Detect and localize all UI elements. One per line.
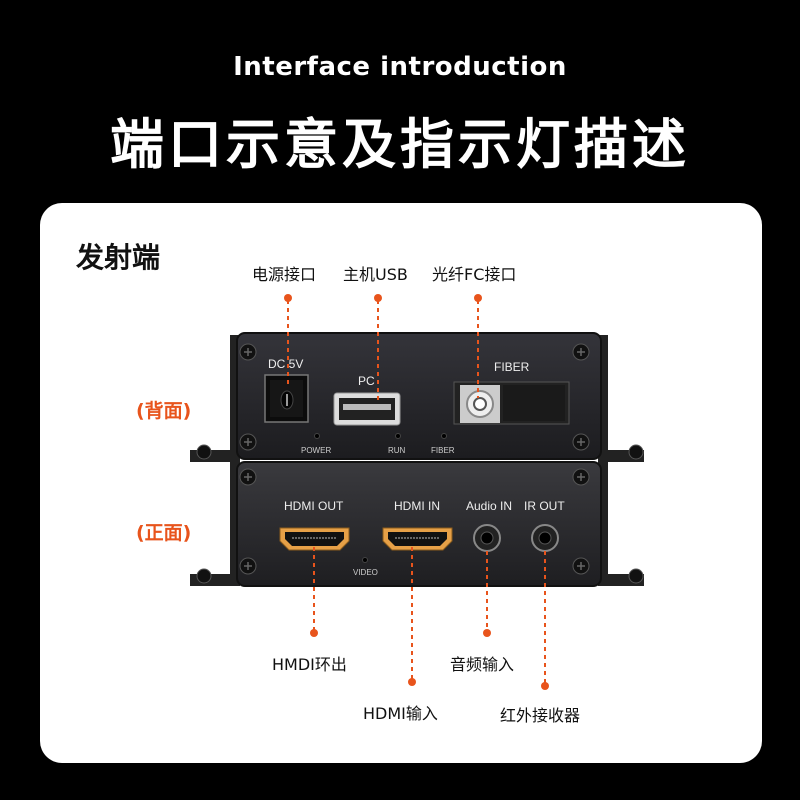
page-subtitle: Interface introduction <box>233 52 567 82</box>
audio-in-port-label: Audio IN <box>466 499 513 513</box>
usb-port-icon <box>333 392 401 426</box>
callout-audio-in: 音频输入 <box>450 655 515 674</box>
led-label-fiber: FIBER <box>431 446 455 455</box>
back-panel <box>236 332 602 460</box>
front-bracket-right <box>598 462 644 586</box>
callout-host-usb: 主机USB <box>343 265 408 284</box>
hdmi-port-icon <box>382 527 453 551</box>
callout-dots <box>284 294 549 690</box>
callout-fiber-fc: 光纤FC接口 <box>432 265 517 284</box>
led-label-power: POWER <box>301 446 332 455</box>
callout-power-port: 电源接口 <box>252 265 317 284</box>
callout-ir-receiver: 红外接收器 <box>500 706 581 725</box>
ir-out-port-label: IR OUT <box>524 499 565 513</box>
fiber-fc-port-icon <box>453 381 570 425</box>
dc-jack-icon <box>264 374 309 423</box>
callout-lines <box>287 300 546 685</box>
page-title: 端口示意及指示灯描述 <box>110 113 690 176</box>
audio-jack-icon <box>473 524 501 552</box>
led-label-video: VIDEO <box>353 568 378 577</box>
hdmi-in-port-label: HDMI IN <box>394 499 440 513</box>
audio-jack-icon <box>531 524 559 552</box>
back-bracket-left <box>190 335 240 462</box>
callout-hdmi-in: HDMI输入 <box>363 704 438 723</box>
hdmi-port-icon <box>279 527 350 551</box>
front-panel <box>236 461 602 587</box>
front-bracket-left <box>190 462 240 586</box>
back-side-label: (背面) <box>136 400 192 422</box>
dc-port-label: DC 5V <box>268 357 304 371</box>
section-title: 发射端 <box>76 241 161 274</box>
led-indicator-icon <box>362 557 368 563</box>
back-bracket-right <box>598 335 644 462</box>
pc-port-label: PC <box>358 374 375 388</box>
callout-hdmi-out: HMDI环出 <box>272 655 347 674</box>
hdmi-out-port-label: HDMI OUT <box>284 499 344 513</box>
led-indicator-icon <box>314 433 447 439</box>
front-side-label: (正面) <box>136 522 192 544</box>
fiber-port-label: FIBER <box>494 360 530 374</box>
led-label-run: RUN <box>388 446 406 455</box>
